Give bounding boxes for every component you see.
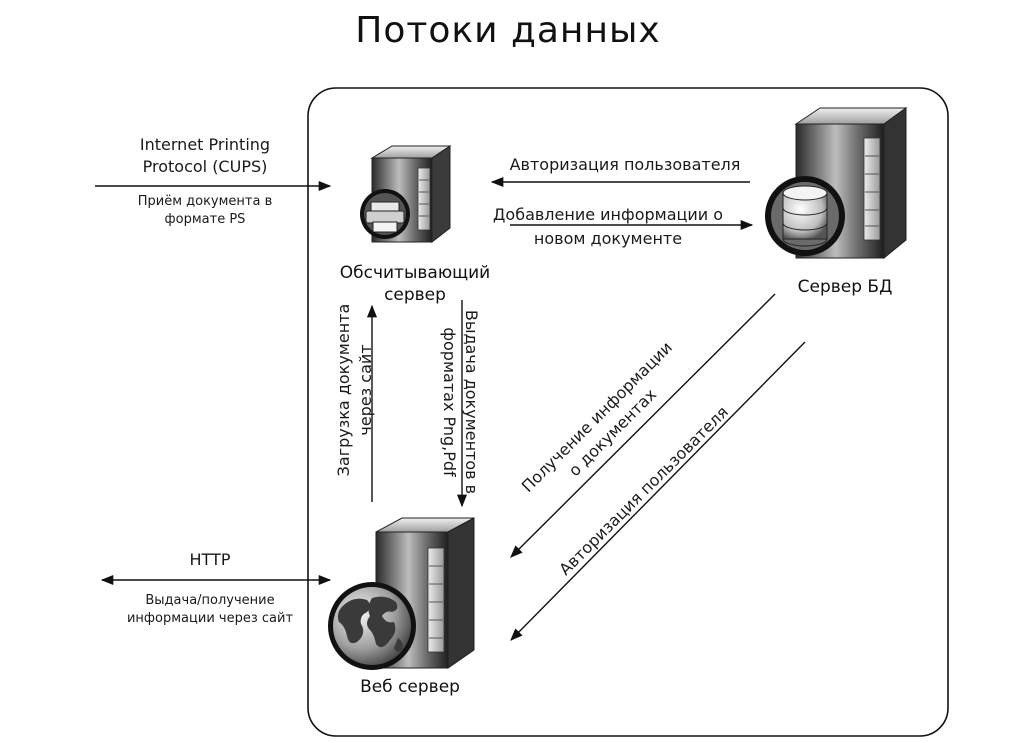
- web-server-icon: [328, 517, 475, 670]
- get-info-arrow: [510, 293, 776, 558]
- ipp-protocol-line1: Internet Printing: [139, 135, 271, 154]
- upload-label: Загрузка документа через сайт: [333, 290, 377, 490]
- upload-label-line1: Загрузка документа: [334, 303, 353, 477]
- output-label-line2: форматах Png,Pdf: [440, 327, 459, 477]
- scan-server-caption: Обсчитывающий сервер: [310, 262, 520, 306]
- ipp-desc-line2: формате PS: [164, 212, 246, 227]
- scan-server-caption-line2: сервер: [384, 285, 446, 305]
- scan-server-icon: [360, 145, 452, 244]
- db-server-caption: Сервер БД: [797, 277, 893, 297]
- http-desc-line1: Выдача/получение: [145, 593, 275, 608]
- ipp-desc-label: Приём документа в формате PS: [80, 193, 330, 229]
- auth-arrow-diag: [510, 341, 806, 641]
- upload-label-line2: через сайт: [356, 344, 375, 436]
- auth-user-top-label: Авторизация пользователя: [509, 155, 741, 174]
- db-server-icon: [765, 107, 908, 260]
- add-info-label-line1: Добавление информации о: [492, 205, 724, 224]
- system-boundary: [307, 87, 949, 737]
- add-info-label-line2: новом документе: [533, 229, 683, 248]
- ipp-desc-line1: Приём документа в: [137, 194, 273, 209]
- http-desc-line2: информации через сайт: [126, 611, 294, 626]
- output-label: Выдача документов в форматах Png,Pdf: [438, 307, 482, 497]
- page-title: Потоки данных: [355, 10, 661, 51]
- http-desc-label: Выдача/получение информации через сайт: [80, 592, 340, 628]
- http-protocol-label: HTTP: [189, 550, 231, 569]
- ipp-protocol-line2: Protocol (CUPS): [142, 157, 268, 176]
- output-label-line1: Выдача документов в: [462, 309, 481, 495]
- web-server-caption: Веб сервер: [360, 677, 460, 697]
- ipp-protocol-label: Internet Printing Protocol (CUPS): [80, 134, 330, 178]
- scan-server-caption-line1: Обсчитывающий: [339, 263, 491, 283]
